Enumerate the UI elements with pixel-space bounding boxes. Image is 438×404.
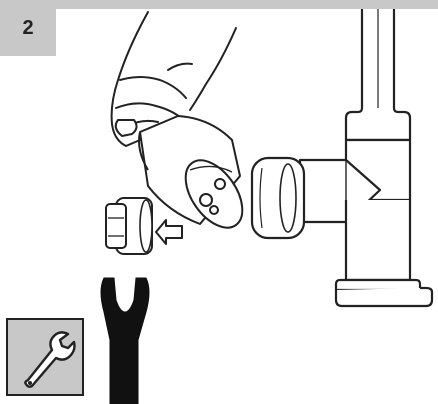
step-number: 2: [22, 16, 34, 39]
wrench: [100, 277, 150, 404]
arrow-left-icon: [155, 219, 183, 245]
hand: [110, 11, 237, 147]
header-rule: [0, 0, 438, 9]
faucet-body: [250, 9, 434, 308]
step-badge: 2: [0, 0, 56, 56]
cartridge: [138, 115, 244, 229]
wrench-icon: [24, 331, 76, 388]
retaining-nut: [105, 197, 153, 255]
tool-required-box: [6, 318, 84, 396]
